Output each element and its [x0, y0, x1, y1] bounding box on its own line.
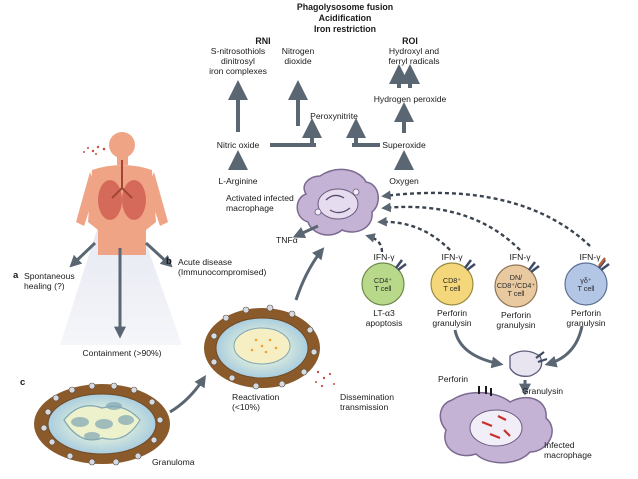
tcell-2-ifn: IFN-γ: [441, 252, 463, 262]
macrophage-label: Activated infected macrophage: [226, 193, 294, 213]
oxygen-label: Oxygen: [389, 176, 419, 186]
granuloma-label: Granuloma: [152, 457, 195, 467]
tnf-arrow: [292, 224, 319, 238]
perforin-label: Perforin: [438, 374, 469, 384]
tcell-2-function: Perforin granulysin: [432, 308, 472, 328]
reactivation-label: Reactivation (<10%): [232, 392, 280, 412]
hydroxyl-label: Hydroxyl and ferryl radicals: [388, 46, 440, 66]
body-outcome-arrows: [69, 241, 173, 339]
tcell-4-function: Perforin granulysin: [566, 308, 606, 328]
arginine-label: L-Arginine: [218, 176, 258, 186]
containment-label: Containment (>90%): [82, 348, 162, 358]
panel-b-letter: b: [166, 256, 172, 267]
no2-label: Nitrogen dioxide: [281, 46, 315, 66]
tcell-1-name: CD4⁺ T cell: [373, 276, 393, 293]
granuloma-reactivating: [204, 304, 335, 390]
tcell-1-function: LT-α3 apoptosis: [365, 308, 403, 328]
t-cells: [361, 257, 610, 308]
panel-c-letter: c: [20, 377, 26, 388]
killing-arrows: [453, 325, 584, 396]
granulysin-label: Granulysin: [522, 386, 564, 396]
acute-disease-label: Acute disease (Immunocompromised): [178, 257, 267, 277]
effector-cell: [509, 350, 548, 377]
tcell-4-name: γδ⁺ T cell: [577, 276, 595, 293]
ifn-dashed-arrows: [365, 190, 591, 253]
panel-a-letter: a: [13, 270, 19, 281]
infected-macrophage-cell: [439, 386, 553, 464]
tcell-2-name: CD8⁺ T cell: [442, 276, 462, 293]
tcell-3-function: Perforin granulysin: [496, 310, 536, 330]
spontaneous-healing-label: Spontaneous healing (?): [24, 271, 75, 291]
header-mechanisms: Phagolysosome fusion Acidification Iron …: [296, 2, 394, 34]
roi-title: ROI: [402, 36, 418, 46]
h2o2-label: Hydrogen peroxide: [373, 94, 447, 104]
activated-macrophage-cell: [296, 168, 379, 236]
superoxide-label: Superoxide: [382, 140, 426, 150]
nitric-oxide-label: Nitric oxide: [216, 140, 260, 150]
peroxynitrite-label: Peroxynitrite: [310, 111, 358, 121]
pathway-arrows: [228, 64, 420, 170]
granuloma-arrows: [169, 247, 325, 414]
rni-title: RNI: [255, 36, 271, 46]
granuloma-large: [34, 382, 170, 466]
tcell-3-ifn: IFN-γ: [509, 252, 531, 262]
tnf-label: TNFα: [276, 235, 298, 245]
tcell-1-ifn: IFN-γ: [373, 252, 395, 262]
snitroso-label: S-nitrosothiols dinitrosyl iron complexe…: [209, 46, 267, 76]
infected-macrophage-label: Infected macrophage: [544, 440, 592, 460]
tcell-3-name: DN/ CD8⁺/CD4⁺ T cell: [496, 273, 536, 298]
dissemination-label: Dissemination transmission: [340, 392, 394, 412]
tcell-4-ifn: IFN-γ: [579, 252, 601, 262]
